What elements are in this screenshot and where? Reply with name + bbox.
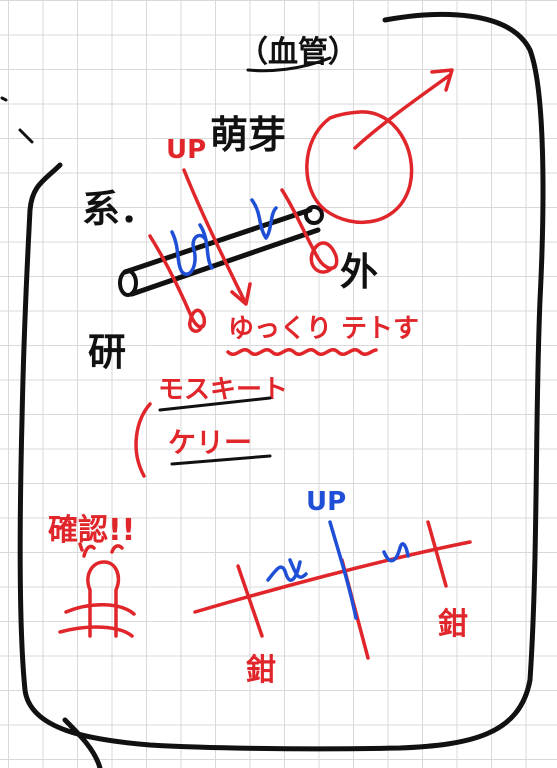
red-loop-left — [148, 234, 207, 333]
left-label-upper: 系． — [82, 187, 158, 231]
red-loop-right — [280, 188, 339, 274]
list-item-2: ケリー — [168, 426, 252, 459]
vessel-left-end — [118, 269, 138, 297]
list-item-2-underline — [170, 454, 272, 466]
title-underline — [246, 56, 332, 73]
blue-loop-1 — [170, 230, 208, 276]
outer-boundary-tail — [62, 717, 103, 768]
list-item-1: モスキート — [158, 375, 288, 405]
title-text: （血管） — [238, 35, 358, 70]
blue-center-line — [328, 520, 358, 620]
up-red-arrow-shaft — [182, 168, 246, 302]
left-needle-cross — [236, 564, 264, 638]
red-circle-arrow — [353, 73, 452, 150]
up-red-arrow-head — [230, 282, 252, 306]
margin-mark — [18, 128, 34, 144]
vessel-right-end — [304, 205, 324, 225]
up-red-label: UP — [166, 135, 206, 165]
knot-icon — [58, 542, 136, 638]
slow-label-wavy-underline — [226, 348, 378, 356]
right-needle-cross — [426, 520, 448, 588]
top-label: 萌芽 — [210, 113, 286, 157]
blue-loop-bottom-3 — [382, 542, 410, 563]
outer-boundary-stroke — [17, 11, 546, 752]
red-circle-arrowhead — [430, 68, 454, 92]
left-label-lower: 研 — [88, 330, 126, 374]
list-bracket — [134, 402, 152, 478]
exclaim-label: 確認!! — [48, 513, 135, 548]
needle-line — [193, 540, 472, 614]
slow-label: ゆっくり テトす — [228, 314, 419, 344]
margin-dot — [0, 96, 8, 102]
blue-loop-3 — [250, 198, 278, 240]
red-circle — [305, 110, 414, 224]
outside-label: 外 — [340, 250, 378, 294]
blue-loop-bottom-2 — [288, 558, 308, 579]
up-blue-label: UP — [306, 487, 346, 517]
right-needle-label: 鉗 — [438, 607, 468, 642]
list-item-1-underline — [158, 396, 272, 412]
left-needle-label: 鉗 — [246, 653, 276, 688]
blue-loop-2 — [198, 223, 214, 270]
